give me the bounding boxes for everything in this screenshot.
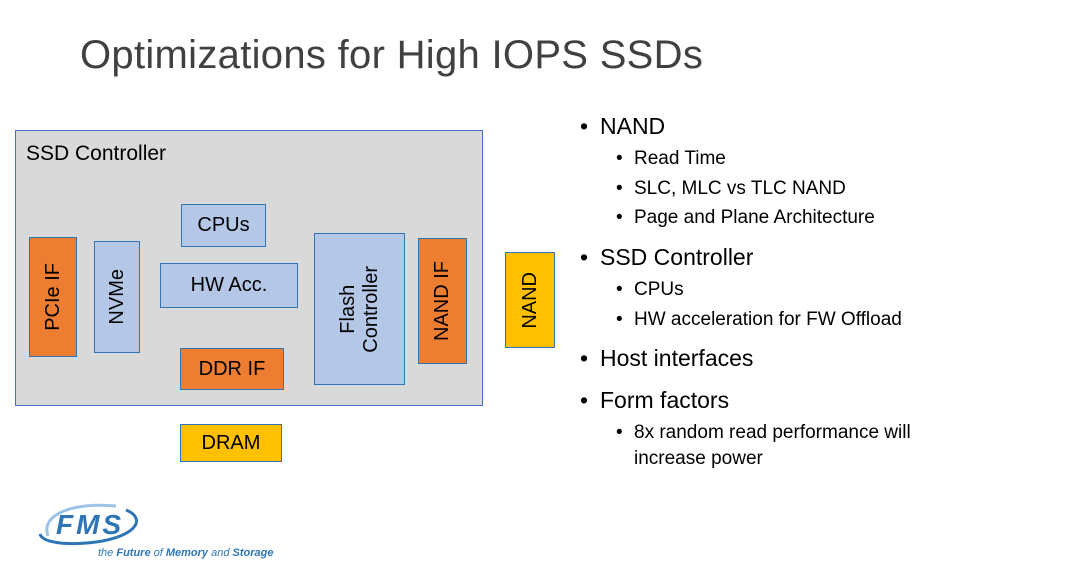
bullet-item: Host interfaces: [578, 343, 1064, 374]
bullet-item: Read Time: [614, 146, 966, 172]
bullet-item: SSD Controller: [578, 242, 1064, 273]
bullet-item: Page and Plane Architecture: [614, 205, 966, 231]
bullet-item: SLC, MLC vs TLC NAND: [614, 176, 966, 202]
block-nvme-label: NVMe: [105, 269, 128, 325]
fms-logo: FMS the Future of Memory and Storage: [30, 498, 330, 559]
block-dram: DRAM: [180, 424, 282, 462]
block-nand-if: NAND IF: [418, 238, 467, 364]
block-pcie-if-label: PCIe IF: [41, 263, 64, 331]
block-flash-controller-label: Flash Controller: [336, 265, 382, 353]
block-nand-label: NAND: [518, 271, 541, 329]
fms-logo-text: FMS: [56, 509, 124, 540]
bullet-item: CPUs: [614, 277, 966, 303]
ssd-controller-container: SSD Controller PCIe IF NVMe CPUs HW Acc.…: [15, 130, 483, 406]
block-hw-acc-label: HW Acc.: [190, 274, 268, 296]
block-cpus-label: CPUs: [197, 214, 250, 236]
bullet-item: HW acceleration for FW Offload: [614, 307, 966, 333]
block-nvme: NVMe: [94, 241, 140, 353]
notes-list: NAND Read Time SLC, MLC vs TLC NAND Page…: [578, 100, 1064, 476]
block-hw-acc: HW Acc.: [160, 263, 298, 308]
block-ddr-if: DDR IF: [180, 348, 284, 390]
ssd-controller-label: SSD Controller: [26, 142, 167, 165]
block-nand: NAND: [505, 252, 555, 348]
block-cpus: CPUs: [181, 204, 266, 247]
block-flash-controller: Flash Controller: [314, 233, 405, 385]
block-ddr-if-label: DDR IF: [198, 357, 266, 380]
block-dram-label: DRAM: [201, 431, 261, 454]
block-nand-if-label: NAND IF: [431, 261, 453, 341]
block-pcie-if: PCIe IF: [29, 237, 77, 357]
fms-tagline: the Future of Memory and Storage: [98, 547, 274, 559]
bullet-item: Form factors: [578, 385, 1064, 416]
slide-title: Optimizations for High IOPS SSDs: [80, 33, 704, 77]
bullet-item: 8x random read performance will increase…: [614, 420, 966, 471]
bullet-item: NAND: [578, 111, 1064, 142]
fms-logo-mark: FMS: [38, 503, 138, 546]
